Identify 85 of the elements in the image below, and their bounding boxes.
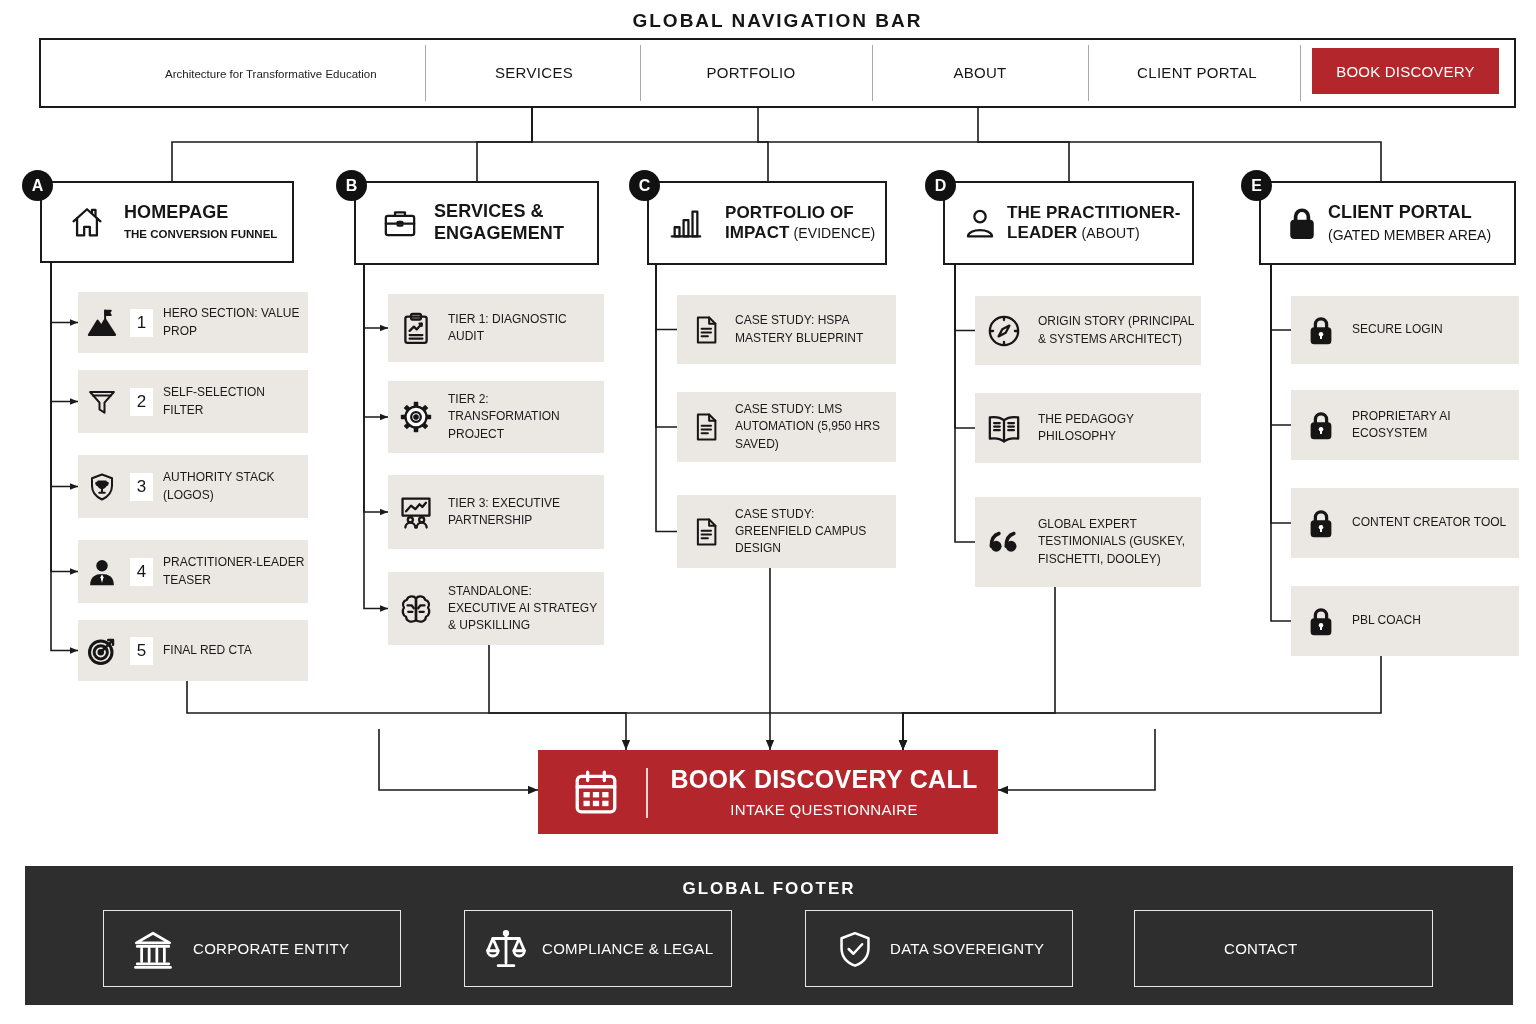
- connector-arrow: [378, 728, 539, 795]
- step-number: 5: [130, 636, 153, 665]
- nav-link: PORTFOLIO: [706, 63, 796, 83]
- card-label: STANDALONE: EXECUTIVE AI STRATEGY & UPSKILLING: [448, 582, 598, 634]
- nav-link: ABOUT: [953, 63, 1007, 83]
- section-subtitle: (GATED MEMBER AREA): [1328, 225, 1492, 244]
- card-label: CASE STUDY: GREENFIELD CAMPUS DESIGN: [735, 505, 868, 557]
- page-card: [388, 475, 604, 549]
- card-label: PRACTITIONER-LEADER TEASER: [163, 554, 305, 589]
- footer-label: CORPORATE ENTITY: [193, 938, 350, 959]
- page-card: [388, 294, 604, 362]
- page-card: [78, 292, 308, 353]
- card-label: PBL COACH: [1352, 612, 1421, 630]
- page-card: [1291, 586, 1519, 656]
- cta-title: BOOK DISCOVERY CALL: [670, 764, 978, 795]
- footer-heading: GLOBAL FOOTER: [682, 879, 856, 899]
- page-card: [1291, 488, 1519, 558]
- nav-link: CLIENT PORTAL: [1137, 63, 1257, 83]
- connector-arrow: [765, 567, 775, 751]
- footer-band: [25, 866, 1513, 1005]
- footer-label: DATA SOVEREIGNTY: [890, 938, 1045, 959]
- section-letter-badge: B: [336, 170, 367, 201]
- footer-label: CONTACT: [1224, 938, 1298, 959]
- card-label: CASE STUDY: HSPA MASTERY BLUEPRINT: [735, 312, 865, 347]
- page-card: [78, 455, 308, 518]
- connector-line: [977, 107, 1382, 182]
- card-label: TIER 2: TRANSFORMATION PROJECT: [448, 391, 561, 443]
- step-number: 1: [130, 308, 153, 337]
- page-card: [78, 620, 308, 681]
- section-letter-badge: D: [925, 170, 956, 201]
- section-title: PORTFOLIO OF IMPACT (EVIDENCE): [725, 202, 877, 244]
- page-card: [388, 572, 604, 645]
- section-letter-badge: A: [22, 170, 53, 201]
- tagline: Architecture for Transformative Education: [165, 67, 377, 81]
- section-letter-badge: C: [629, 170, 660, 201]
- card-label: THE PEDAGOGY PHILOSOPHY: [1038, 410, 1135, 445]
- card-label: GLOBAL EXPERT TESTIMONIALS (GUSKEY, FISCHETTI, DOOLEY): [1038, 516, 1187, 568]
- page-card: [975, 296, 1201, 365]
- book-discovery-button: BOOK DISCOVERY: [1312, 48, 1499, 94]
- section-title: SERVICES & ENGAGEMENT: [434, 201, 565, 245]
- step-number: 4: [130, 557, 153, 586]
- connector-line: [757, 107, 1070, 182]
- page-card: [677, 392, 896, 462]
- footer-link-box: [1134, 910, 1433, 987]
- card-label: ORIGIN STORY (PRINCIPAL & SYSTEMS ARCHITECT): [1038, 313, 1196, 348]
- step-number: 2: [130, 387, 153, 416]
- card-label: FINAL RED CTA: [163, 642, 252, 659]
- connector-line: [655, 264, 678, 533]
- cta-subtitle: INTAKE QUESTIONNAIRE: [730, 800, 918, 820]
- page-card: [1291, 390, 1519, 460]
- nav-link: SERVICES: [495, 63, 573, 83]
- card-label: SECURE LOGIN: [1352, 321, 1443, 339]
- connector-arrow: [898, 655, 1382, 751]
- connector-line: [954, 264, 976, 543]
- page-card: [78, 370, 308, 433]
- card-label: TIER 3: EXECUTIVE PARTNERSHIP: [448, 494, 562, 529]
- card-label: AUTHORITY STACK (LOGOS): [163, 469, 276, 504]
- connector-arrow: [997, 728, 1156, 795]
- connector-line: [531, 107, 769, 182]
- card-label: TIER 1: DIAGNOSTIC AUDIT: [448, 310, 568, 345]
- section-title: THE PRACTITIONER-LEADER (ABOUT): [1007, 202, 1182, 244]
- page-card: [975, 393, 1201, 463]
- section-title: CLIENT PORTAL: [1328, 202, 1472, 224]
- page-card: [78, 540, 308, 603]
- section-letter-badge: E: [1241, 170, 1272, 201]
- card-label: PROPRIETARY AI ECOSYSTEM: [1352, 407, 1452, 442]
- footer-link-box: [103, 910, 401, 987]
- card-label: CONTENT CREATOR TOOL: [1352, 514, 1507, 532]
- page-card: [975, 497, 1201, 587]
- card-label: SELF-SELECTION FILTER: [163, 384, 267, 419]
- nav-heading: GLOBAL NAVIGATION BAR: [632, 10, 923, 32]
- page-card: [1291, 296, 1519, 364]
- step-number: 3: [130, 472, 153, 501]
- card-label: CASE STUDY: LMS AUTOMATION (5,950 HRS SAVED): [735, 401, 881, 453]
- section-title: HOMEPAGE: [124, 202, 229, 224]
- footer-link-box: [464, 910, 732, 987]
- section-subtitle: THE CONVERSION FUNNEL: [124, 226, 278, 242]
- page-card: [388, 381, 604, 453]
- footer-link-box: [805, 910, 1073, 987]
- page-card: [677, 295, 896, 364]
- card-label: HERO SECTION: VALUE PROP: [163, 305, 301, 340]
- cta-banner: [538, 750, 998, 834]
- page-card: [677, 495, 896, 568]
- footer-label: COMPLIANCE & LEGAL: [542, 938, 714, 959]
- connector-arrow: [186, 680, 631, 751]
